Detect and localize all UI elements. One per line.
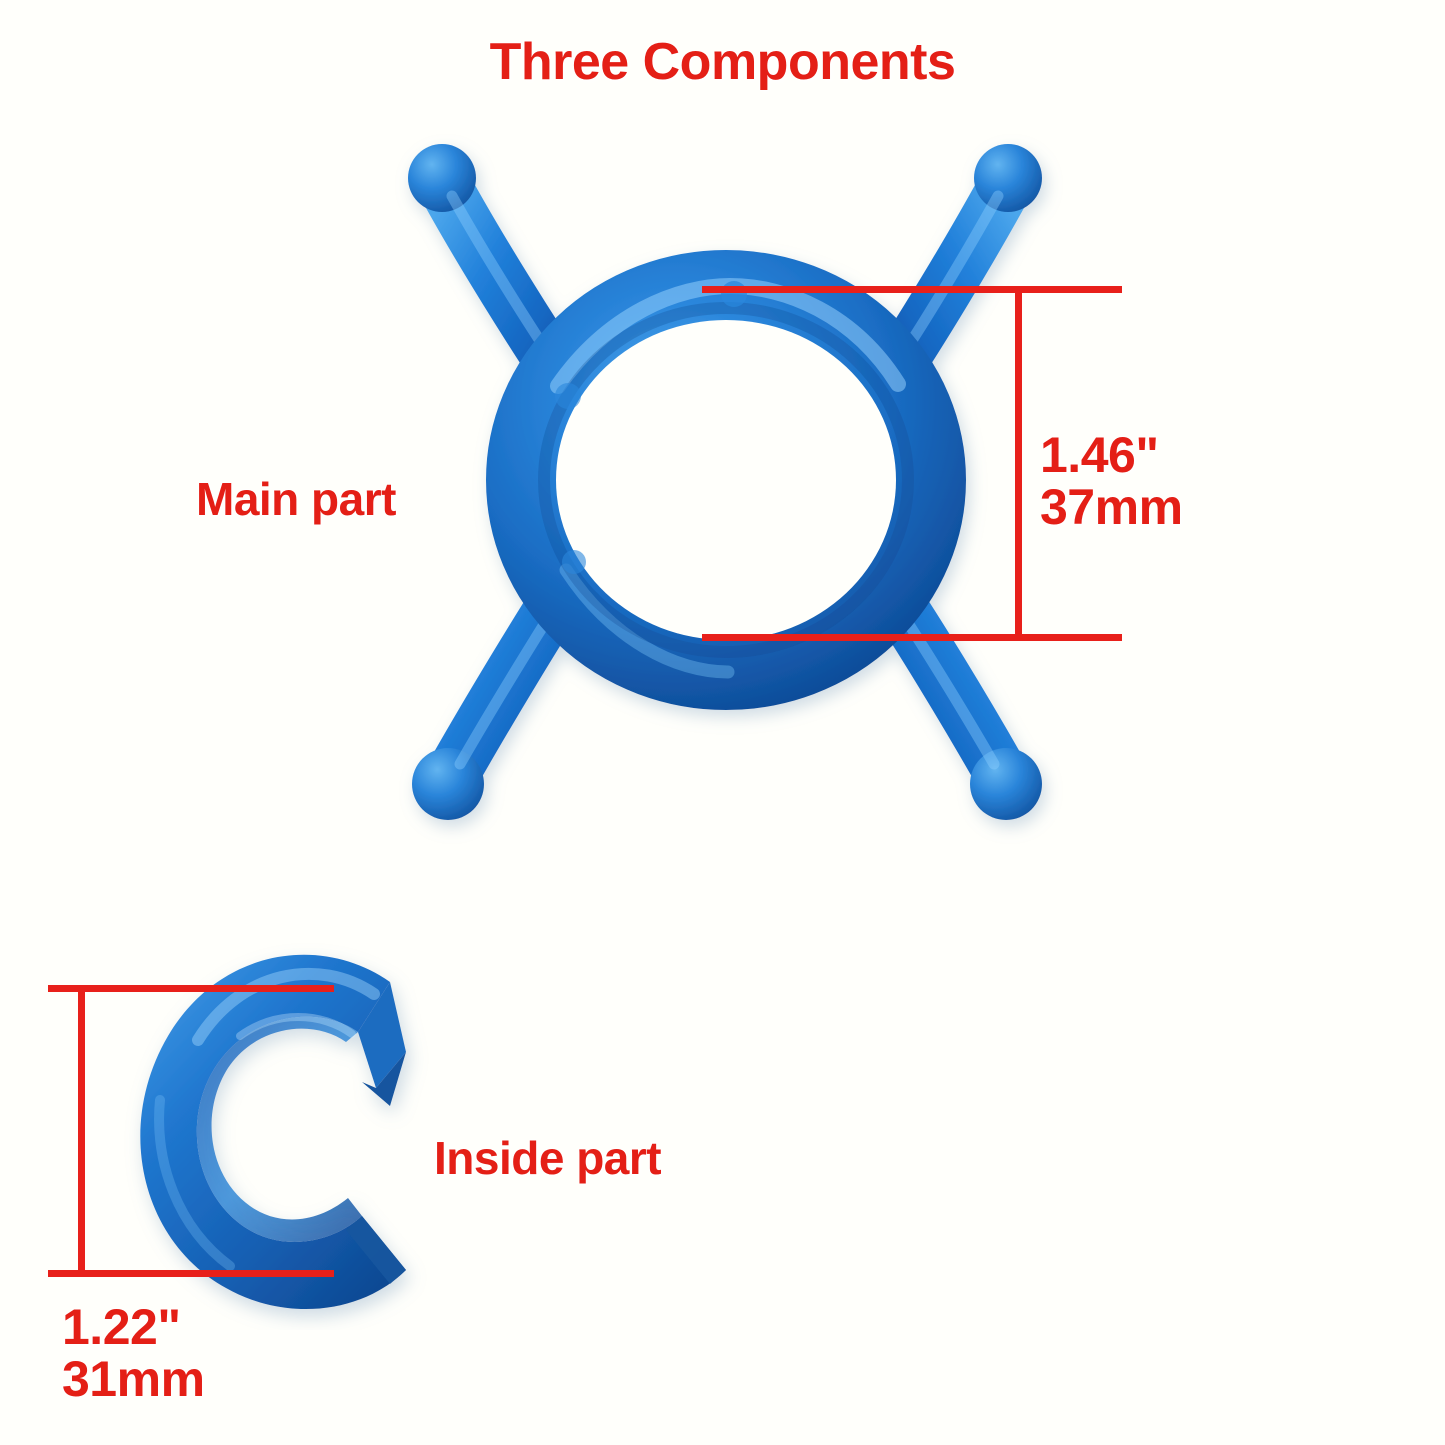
inside-part-label: Inside part — [434, 1132, 662, 1184]
main-dimension-measure-line — [1015, 286, 1022, 641]
inside-dimension-label: 1.22" 31mm — [62, 1302, 205, 1404]
inside-dimension-top-extension-line — [48, 985, 334, 992]
main-part-leg-upper-left — [408, 144, 597, 417]
inside-dimension-millimeters: 31mm — [62, 1351, 205, 1407]
page-title: Three Components — [489, 33, 956, 91]
inside-dimension-inches: 1.22" — [62, 1299, 181, 1355]
inside-part-c-ring — [140, 954, 407, 1310]
inside-dimension-bottom-extension-line — [48, 1270, 334, 1277]
inside-dimension-measure-line — [78, 985, 85, 1277]
main-part-ring — [486, 250, 966, 710]
main-part-leg-lower-left — [412, 543, 603, 820]
main-dimension-inches: 1.46" — [1040, 427, 1159, 483]
inside-part-illustration — [140, 954, 407, 1310]
main-dimension-label: 1.46" 37mm — [1040, 430, 1183, 532]
main-dimension-bottom-extension-line — [702, 634, 1122, 641]
main-dimension-millimeters: 37mm — [1040, 479, 1183, 535]
main-part-label: Main part — [196, 473, 396, 525]
main-part-illustration — [408, 144, 1042, 820]
main-dimension-top-extension-line — [702, 286, 1122, 293]
